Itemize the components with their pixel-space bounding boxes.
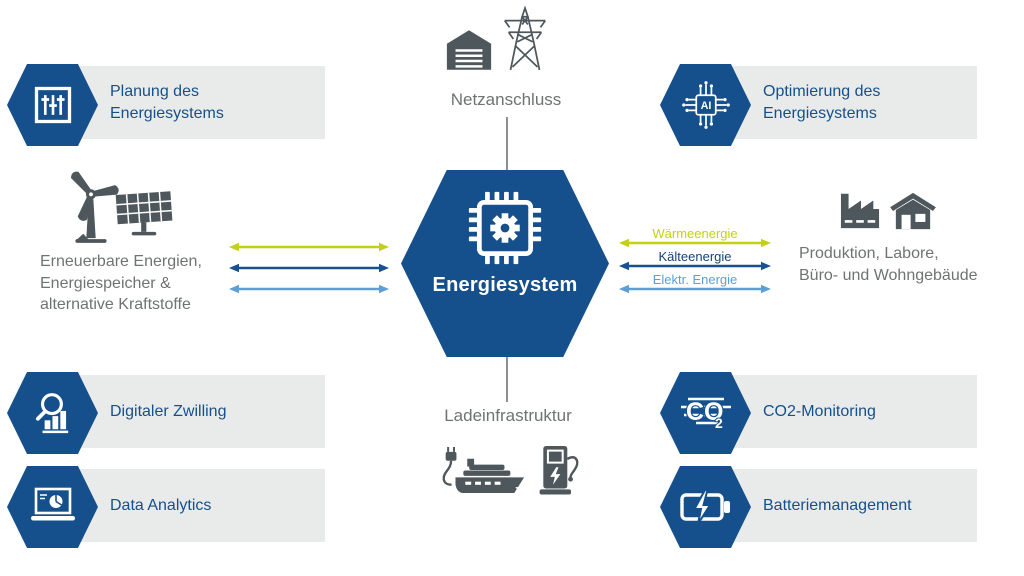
card-digitaler-zwilling-hexagon: [7, 372, 98, 454]
buildings-label: Produktion, Labore, Büro- und Wohngebäud…: [799, 243, 978, 286]
co2-icon: CO 2: [678, 390, 734, 436]
renewables-label-line3: alternative Kraftstoffe: [40, 296, 191, 313]
card-data-analytics-label: Data Analytics: [110, 496, 212, 514]
buildings-label-line1: Produktion, Labore,: [799, 245, 939, 262]
heat-flow-label: Wärmeenergie: [652, 226, 738, 241]
laptop-analytics-icon: [27, 486, 79, 528]
solar-panel-icon: [110, 186, 178, 238]
charging-infrastructure-label: Ladeinfrastruktur: [444, 406, 572, 425]
card-co2-monitoring-hexagon: CO 2: [660, 372, 751, 454]
left-flow-arrows: [228, 240, 390, 296]
transmission-tower-icon: [497, 5, 553, 73]
card-planung: Planung des Energiesystems: [52, 66, 325, 139]
center-label: Energiesystem: [432, 274, 578, 296]
factory-icon: [836, 190, 884, 230]
card-batteriemanagement-label: Batteriemanagement: [763, 496, 912, 514]
heat-arrow-left: [229, 242, 389, 252]
battery-icon: [679, 487, 733, 527]
center-hexagon: Energiesystem: [401, 170, 609, 357]
card-planung-label: Planung des Energiesystems: [110, 82, 224, 122]
svg-text:2: 2: [715, 415, 723, 431]
garage-icon: [444, 27, 494, 72]
wind-turbine-icon: [52, 162, 130, 248]
renewables-label-line2: Energiespeicher &: [40, 274, 171, 292]
electric-flow-label: Elektr. Energie: [652, 272, 738, 287]
bottom-connector-line: [506, 357, 508, 402]
svg-text:AI: AI: [700, 100, 711, 112]
card-optimierung-hexagon: AI: [660, 64, 751, 146]
card-digitaler-zwilling: Digitaler Zwilling: [52, 375, 325, 448]
card-optimierung-label: Optimierung des Energiesystems: [763, 82, 881, 122]
card-co2-monitoring-label: CO2-Monitoring: [763, 402, 876, 420]
electric-ship-icon: [430, 446, 528, 495]
sliders-icon: [31, 83, 75, 127]
renewables-label-line1: Erneuerbare Energien,: [40, 253, 202, 270]
top-connector-line: [506, 117, 508, 170]
electric-arrow-left: [229, 284, 389, 294]
card-digitaler-zwilling-label: Digitaler Zwilling: [110, 402, 227, 420]
magnifier-chart-icon: [30, 390, 76, 436]
cold-arrow-right: [619, 261, 771, 271]
cold-flow-label: Kälteenergie: [658, 249, 732, 264]
house-icon: [888, 191, 938, 231]
heat-arrow-right: [619, 238, 771, 248]
card-planung-hexagon: [7, 64, 98, 146]
electric-arrow-right: [619, 284, 771, 293]
buildings-label-line2: Büro- und Wohngebäude: [799, 266, 978, 284]
charging-station-icon: [535, 444, 583, 496]
card-batteriemanagement-hexagon: [660, 466, 751, 548]
grid-connection-label: Netzanschluss: [450, 90, 562, 109]
svg-text:CO: CO: [686, 398, 724, 426]
right-flow-arrows: [618, 237, 772, 293]
card-data-analytics-hexagon: [7, 466, 98, 548]
cold-arrow-left: [229, 263, 389, 273]
card-data-analytics: Data Analytics: [52, 469, 325, 542]
chip-gear-icon: [467, 190, 543, 266]
ai-chip-icon: AI: [680, 79, 732, 131]
renewables-label: Erneuerbare Energien, Energiespeicher & …: [40, 251, 202, 316]
